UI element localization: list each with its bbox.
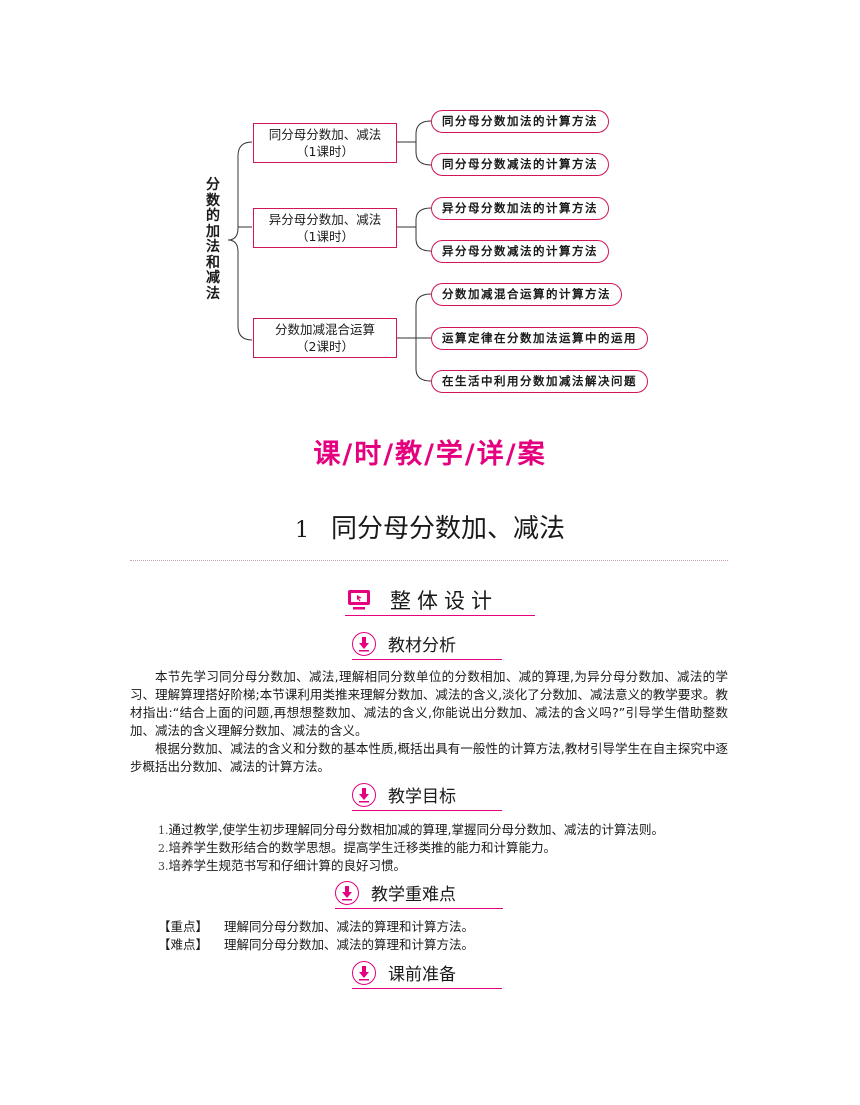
mindmap-branch-3: 分数加减混合运算 （2课时）	[253, 318, 397, 358]
mindmap-connectors	[227, 120, 432, 382]
section-heading-goals: 教学目标	[352, 782, 502, 811]
analysis-paragraph-2: 根据分数加、减法的含义和分数的基本性质,概括出具有一般性的计算方法,教材引导学生…	[130, 740, 728, 776]
branch-hours: （1课时）	[296, 144, 354, 159]
download-arrow-icon	[335, 881, 359, 905]
mindmap-branch-2: 异分母分数加、减法 （1课时）	[253, 208, 397, 248]
banner-title: 课/时/教/学/详/案	[313, 439, 547, 470]
download-arrow-icon	[352, 783, 376, 807]
section-heading-text: 课前准备	[388, 965, 456, 985]
goal-number: 1.	[158, 824, 169, 837]
lesson-title: 1 同分母分数加、减法	[0, 508, 860, 545]
key-point-row: 【重点】理解同分母分数加、减法的算理和计算方法。	[158, 918, 474, 936]
difficult-text: 理解同分母分数加、减法的算理和计算方法。	[224, 937, 475, 952]
goal-item-2: 2.培养学生数形结合的数学思想。提高学生迁移类推的能力和计算能力。	[158, 839, 556, 858]
branch-hours: （1课时）	[296, 229, 354, 244]
monitor-icon	[348, 590, 370, 610]
section-heading-analysis: 教材分析	[352, 631, 502, 660]
mindmap-leaf: 分数加减混合运算的计算方法	[431, 283, 622, 306]
section-heading-preparation: 课前准备	[352, 960, 502, 989]
mindmap-leaf: 运算定律在分数加法运算中的运用	[431, 327, 648, 350]
section-heading-text: 教材分析	[388, 636, 456, 656]
goal-number: 3.	[158, 860, 169, 873]
goal-text: 培养学生数形结合的数学思想。提高学生迁移类推的能力和计算能力。	[168, 840, 557, 855]
mindmap-leaf: 同分母分数减法的计算方法	[431, 153, 609, 176]
analysis-paragraph-1: 本节先学习同分母分数加、减法,理解相同分数单位的分数相加、减的算理,为异分母分数…	[130, 668, 728, 740]
paragraph-text: 根据分数加、减法的含义和分数的基本性质,概括出具有一般性的计算方法,教材引导学生…	[130, 741, 728, 774]
mindmap-leaf: 在生活中利用分数加减法解决问题	[431, 370, 648, 393]
goal-item-3: 3.培养学生规范书写和仔细计算的良好习惯。	[158, 857, 406, 876]
branch-title: 同分母分数加、减法	[268, 127, 382, 142]
branch-hours: （2课时）	[296, 339, 354, 354]
lesson-number: 1	[294, 518, 309, 543]
key-label: 【重点】	[158, 919, 209, 934]
difficult-point-row: 【难点】理解同分母分数加、减法的算理和计算方法。	[158, 936, 474, 954]
section-heading-text: 教学目标	[388, 787, 456, 807]
key-text: 理解同分母分数加、减法的算理和计算方法。	[224, 919, 475, 934]
design-heading-text: 整体设计	[390, 589, 498, 613]
goal-text: 培养学生规范书写和仔细计算的良好习惯。	[168, 858, 407, 873]
lesson-name: 同分母分数加、减法	[330, 514, 565, 544]
design-heading: 整体设计	[345, 585, 535, 616]
goal-number: 2.	[158, 842, 169, 855]
mindmap-leaf: 同分母分数加法的计算方法	[431, 110, 609, 133]
branch-title: 异分母分数加、减法	[268, 212, 382, 227]
section-heading-key-points: 教学重难点	[335, 880, 503, 909]
section-heading-text: 教学重难点	[371, 885, 456, 905]
divider	[130, 560, 728, 561]
download-arrow-icon	[352, 961, 376, 985]
mindmap-leaf: 异分母分数加法的计算方法	[431, 197, 609, 220]
mindmap-branch-1: 同分母分数加、减法 （1课时）	[253, 123, 397, 163]
download-arrow-icon	[352, 632, 376, 656]
goal-text: 通过教学,使学生初步理解同分母分数相加减的算理,掌握同分母分数加、减法的计算法则…	[168, 822, 664, 837]
mindmap-leaf: 异分母分数减法的计算方法	[431, 240, 609, 263]
goal-item-1: 1.通过教学,使学生初步理解同分母分数相加减的算理,掌握同分母分数加、减法的计算…	[158, 821, 664, 840]
branch-title: 分数加减混合运算	[274, 322, 375, 337]
mindmap-root: 分数的加法和减法	[206, 177, 220, 302]
difficult-label: 【难点】	[158, 937, 209, 952]
paragraph-text: 本节先学习同分母分数加、减法,理解相同分数单位的分数相加、减的算理,为异分母分数…	[130, 669, 728, 738]
